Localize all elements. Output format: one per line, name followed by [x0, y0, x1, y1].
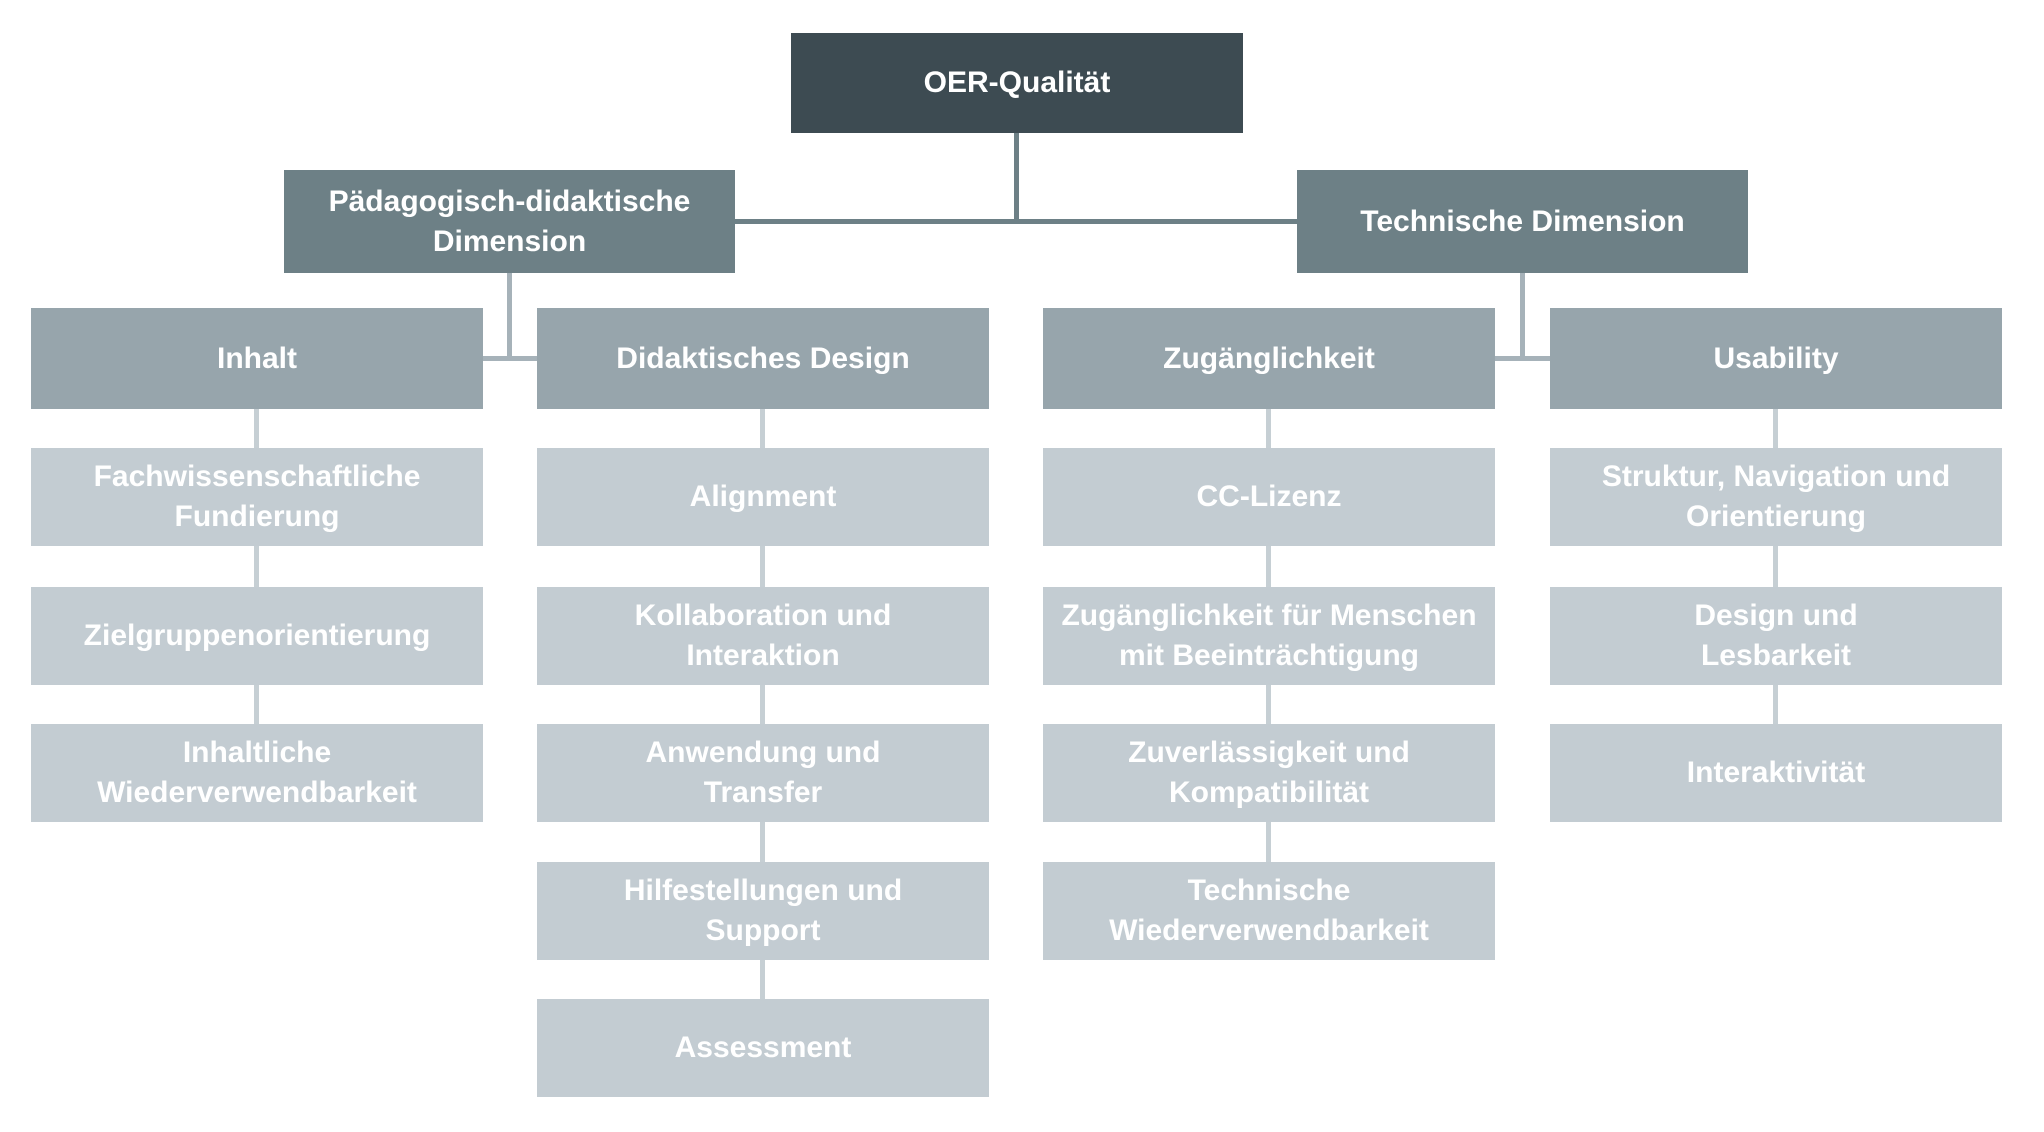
connector-paedagogisch-horizontal — [481, 356, 539, 361]
node-hilfestellungen-und-support: Hilfestellungen und Support — [537, 862, 989, 960]
node-paedagogisch-didaktische-dimension: Pädagogisch-didaktische Dimension — [284, 170, 735, 273]
connector-didaktik-2 — [760, 546, 765, 587]
connector-root-vertical — [1014, 133, 1019, 222]
connector-paedagogisch-vertical — [507, 273, 512, 361]
node-design-und-lesbarkeit: Design und Lesbarkeit — [1550, 587, 2002, 685]
node-inhalt: Inhalt — [31, 308, 483, 409]
node-zielgruppenorientierung: Zielgruppenorientierung — [31, 587, 483, 685]
node-struktur-navigation-orientierung: Struktur, Navigation und Orientierung — [1550, 448, 2002, 546]
connector-inhalt-1 — [254, 409, 259, 448]
node-inhaltliche-wiederverwendbarkeit: Inhaltliche Wiederverwendbarkeit — [31, 724, 483, 822]
node-cc-lizenz: CC-Lizenz — [1043, 448, 1495, 546]
node-anwendung-und-transfer: Anwendung und Transfer — [537, 724, 989, 822]
node-fachwissenschaftliche-fundierung: Fachwissenschaftliche Fundierung — [31, 448, 483, 546]
node-alignment: Alignment — [537, 448, 989, 546]
connector-usability-2 — [1773, 546, 1778, 587]
connector-usability-3 — [1773, 685, 1778, 724]
connector-root-horizontal — [734, 219, 1298, 224]
connector-didaktik-4 — [760, 822, 765, 862]
connector-didaktik-3 — [760, 685, 765, 724]
node-zugaenglichkeit-beeintraechtigung: Zugänglichkeit für Menschen mit Beeinträ… — [1043, 587, 1495, 685]
connector-zugang-2 — [1266, 546, 1271, 587]
node-usability: Usability — [1550, 308, 2002, 409]
connector-inhalt-2 — [254, 546, 259, 587]
node-oer-qualitaet: OER-Qualität — [791, 33, 1243, 133]
connector-didaktik-1 — [760, 409, 765, 448]
node-kollaboration-und-interaktion: Kollaboration und Interaktion — [537, 587, 989, 685]
connector-didaktik-5 — [760, 960, 765, 999]
node-technische-wiederverwendbarkeit: Technische Wiederverwendbarkeit — [1043, 862, 1495, 960]
node-didaktisches-design: Didaktisches Design — [537, 308, 989, 409]
node-zugaenglichkeit: Zugänglichkeit — [1043, 308, 1495, 409]
connector-technisch-vertical — [1520, 273, 1525, 361]
node-assessment: Assessment — [537, 999, 989, 1097]
connector-technisch-horizontal — [1493, 356, 1552, 361]
connector-usability-1 — [1773, 409, 1778, 448]
connector-zugang-1 — [1266, 409, 1271, 448]
connector-inhalt-3 — [254, 685, 259, 724]
node-technische-dimension: Technische Dimension — [1297, 170, 1748, 273]
node-zuverlaessigkeit-und-kompatibilitaet: Zuverlässigkeit und Kompatibilität — [1043, 724, 1495, 822]
connector-zugang-3 — [1266, 685, 1271, 724]
node-interaktivitaet: Interaktivität — [1550, 724, 2002, 822]
connector-zugang-4 — [1266, 822, 1271, 862]
